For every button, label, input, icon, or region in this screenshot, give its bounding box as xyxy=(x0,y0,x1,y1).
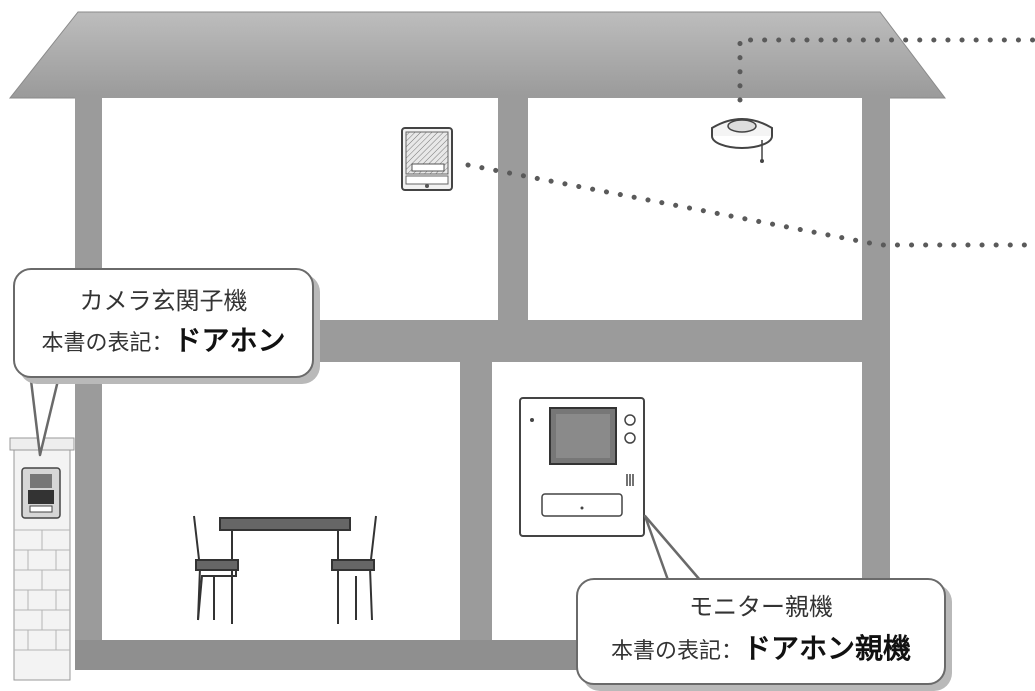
room-lower-left xyxy=(102,362,460,640)
wiring-lines xyxy=(465,37,1035,248)
monitor-unit-title: モニター親機 xyxy=(689,593,833,621)
room-upper-right xyxy=(528,98,862,320)
dining-set-icon xyxy=(193,515,377,624)
monitor-unit-notation-label: 本書の表記： xyxy=(610,639,743,664)
wire-to-wall-unit xyxy=(465,162,1035,248)
monitor-unit-notation: 本書の表記：ドアホン親機 xyxy=(578,634,944,667)
door-unit-notation-label: 本書の表記： xyxy=(41,331,174,356)
wall-intercom-icon xyxy=(401,127,453,191)
monitor-unit-notation-value: ドアホン親機 xyxy=(743,632,912,665)
ceiling-sensor-icon xyxy=(711,118,773,163)
door-unit-notation: 本書の表記：ドアホン xyxy=(15,326,312,359)
door-unit-callout: カメラ玄関子機 本書の表記：ドアホン xyxy=(13,268,314,378)
monitor-master-unit-icon xyxy=(519,397,645,537)
door-unit-title: カメラ玄関子機 xyxy=(79,287,248,315)
door-unit-notation-value: ドアホン xyxy=(173,324,286,357)
door-camera-unit-icon xyxy=(21,467,61,519)
roof xyxy=(8,11,947,99)
monitor-unit-callout: モニター親機 本書の表記：ドアホン親機 xyxy=(576,578,946,685)
